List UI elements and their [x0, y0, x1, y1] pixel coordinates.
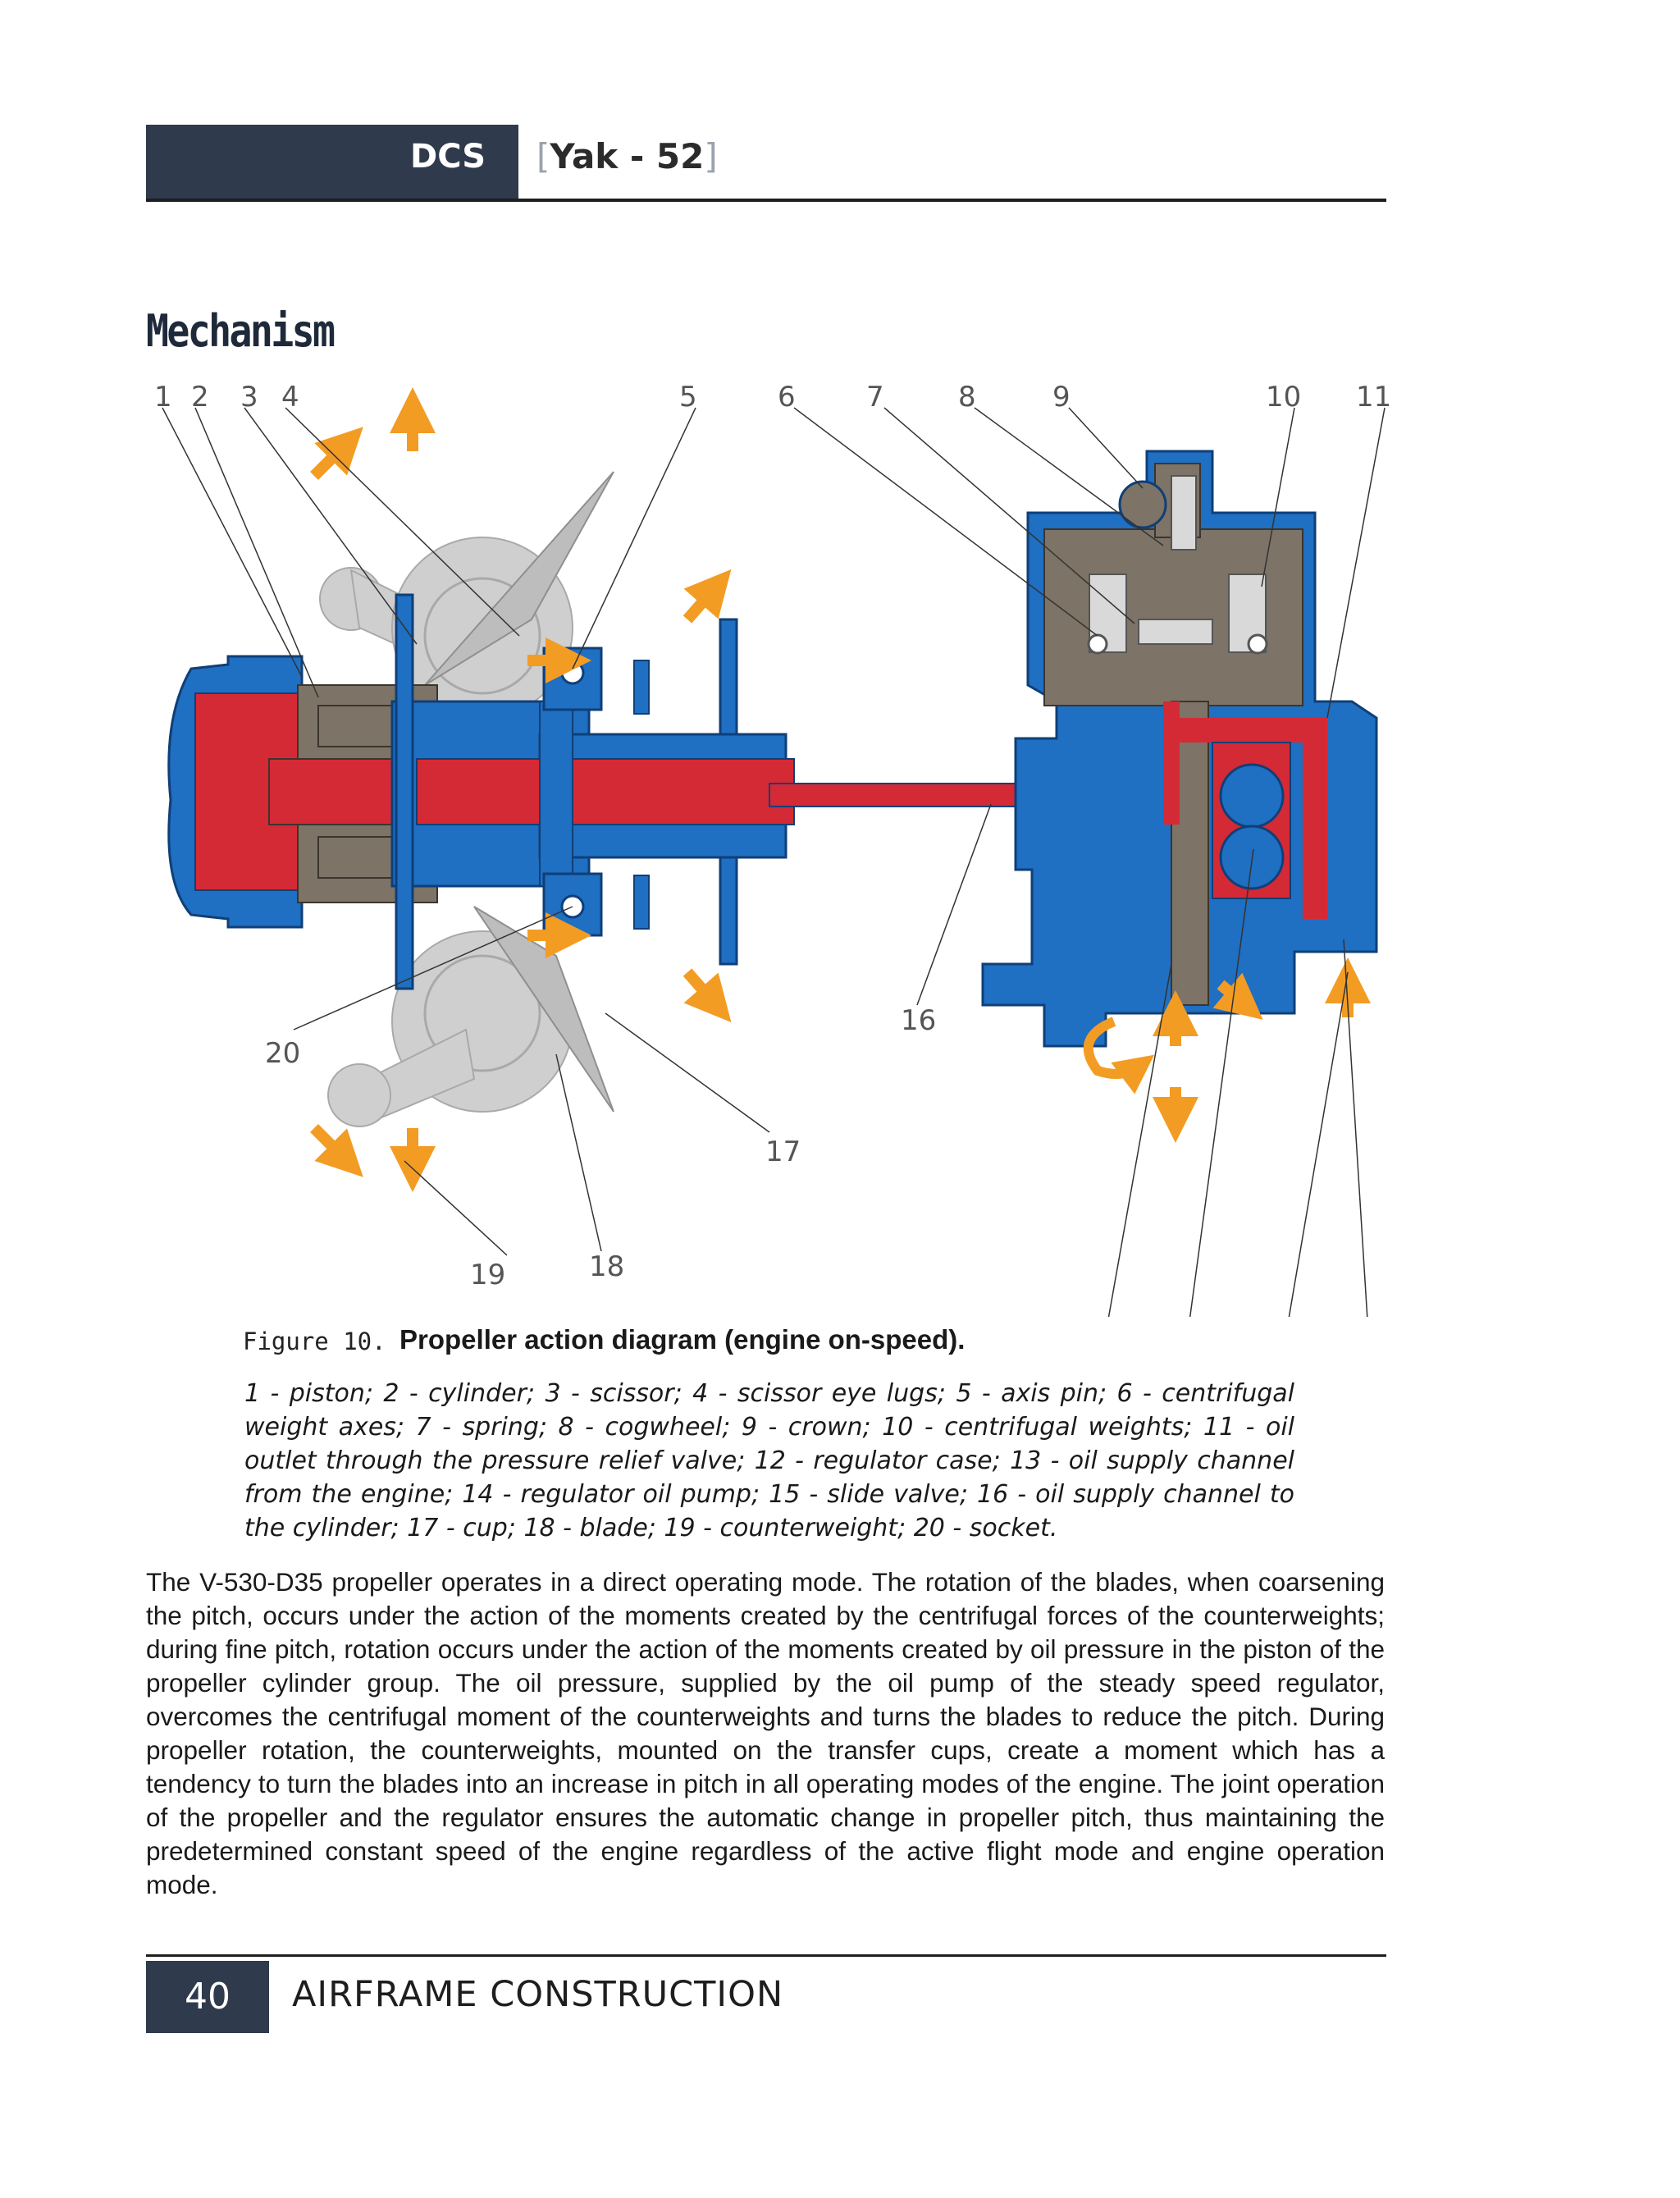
callout-numbers: 1 2 3 4 5 6 7 8 9 10 11 12 13 14 15 16 1…	[154, 381, 1391, 1291]
callout-1: 1	[154, 381, 172, 414]
callout-5: 5	[679, 381, 697, 414]
callout-10: 10	[1266, 381, 1301, 414]
header-rule	[146, 199, 1386, 202]
header-brand: DCS	[410, 138, 486, 176]
aircraft-name: Yak - 52	[550, 136, 705, 176]
callout-20: 20	[265, 1037, 300, 1070]
callout-8: 8	[958, 381, 976, 414]
propeller-hub	[167, 593, 795, 990]
footer-rule	[146, 1954, 1386, 1957]
callout-2: 2	[191, 381, 209, 414]
callout-17: 17	[765, 1136, 801, 1168]
callout-9: 9	[1052, 381, 1071, 414]
figure-title: Propeller action diagram (engine on-spee…	[399, 1324, 966, 1355]
callout-11: 11	[1356, 381, 1391, 414]
lower-blade	[327, 906, 614, 1127]
bracket-close: ]	[704, 136, 718, 176]
leader-lines	[162, 407, 1386, 1317]
header-band	[146, 125, 518, 199]
callout-16: 16	[901, 1004, 936, 1037]
rotation-arrow	[1083, 1017, 1155, 1094]
regulator	[981, 450, 1378, 1048]
callout-4: 4	[281, 381, 299, 414]
callout-19: 19	[470, 1259, 505, 1291]
header-aircraft: [Yak - 52]	[536, 136, 718, 176]
page-number: 40	[146, 1961, 269, 2033]
callout-6: 6	[778, 381, 796, 414]
section-title: Mechanism	[146, 305, 336, 357]
propeller-diagram: 1 2 3 4 5 6 7 8 9 10 11 12 13 14 15 16 1…	[154, 381, 1391, 1317]
body-paragraph: The V-530-D35 propeller operates in a di…	[146, 1567, 1385, 1899]
chapter-title: AIRFRAME CONSTRUCTION	[292, 1974, 784, 2015]
callout-3: 3	[240, 381, 258, 414]
bracket-open: [	[536, 136, 550, 176]
figure-legend: 1 - piston; 2 - cylinder; 3 - scissor; 4…	[244, 1379, 1294, 1542]
callout-18: 18	[589, 1250, 624, 1283]
figure-label: Figure 10.	[243, 1327, 386, 1355]
callout-7: 7	[866, 381, 884, 414]
